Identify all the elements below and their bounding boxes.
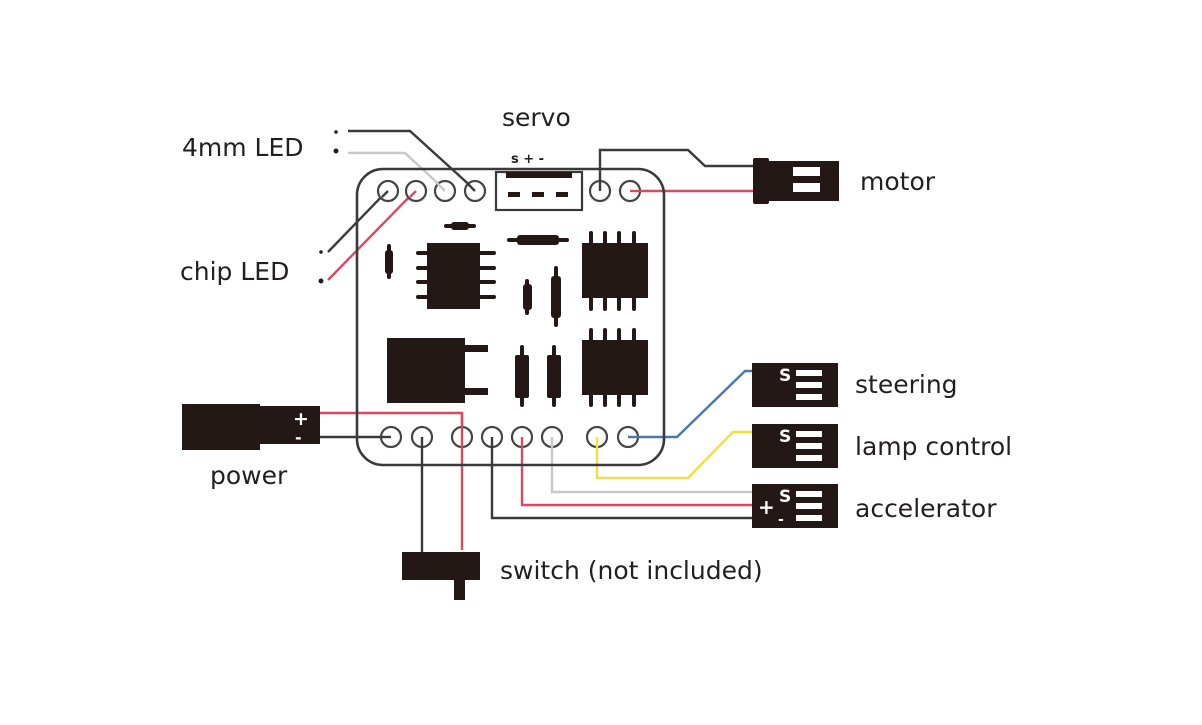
mosfet-chip [582,328,648,407]
mosfet-chip [582,231,648,311]
label-accelerator: accelerator [855,494,997,523]
label-power: power [210,461,288,490]
steering-signal-mark: S [779,366,791,386]
wire-end [466,182,476,192]
resistor [523,279,532,315]
accelerator-plus-mark: + [758,495,775,519]
switch-component [402,552,480,600]
label-switch: switch (not included) [500,556,763,585]
ic-chip [416,243,496,309]
controller-board [355,167,666,467]
wire-4mm-led-negative [348,129,476,191]
label-lamp-control: lamp control [855,432,1012,461]
power-connector: + - [182,404,320,450]
label-4mm-led: 4mm LED [182,133,304,162]
resistor [547,345,561,407]
led-4mm-connector-marks [333,130,339,154]
resistor [507,235,569,245]
resistor [385,244,393,279]
wire-end [436,182,446,192]
wire-steering [628,369,755,439]
label-motor: motor [860,167,936,196]
servo-header [494,170,584,212]
resistor [444,222,476,230]
wire-4mm-led-positive [348,151,446,191]
wire-end [409,190,417,198]
voltage-regulator [387,338,488,403]
wire-accelerator-positive [520,438,755,507]
wire-accelerator-signal [550,438,755,494]
accelerator-connector: S + - [752,484,838,528]
resistor [515,345,529,407]
label-steering: steering [855,370,958,399]
chip-led-connector-marks [318,250,324,284]
label-servo: servo [502,103,571,132]
accelerator-minus-mark: - [778,512,784,528]
steering-connector: S [752,363,838,407]
motor-connector [753,158,839,204]
label-chip-led: chip LED [180,257,289,286]
resistor [551,266,561,327]
wire-chip-led-positive [327,189,417,281]
accelerator-signal-mark: S [779,487,791,507]
wire-end [381,190,389,198]
lamp-control-connector: S [752,424,838,468]
servo-pin-legend: s + - [511,152,544,167]
power-plus-mark: + [293,408,309,430]
top-pin-row [376,179,642,203]
wire-motor-black [598,148,755,190]
bottom-pin-row [379,425,640,449]
lamp-signal-mark: S [779,427,791,447]
power-minus-mark: - [295,428,302,447]
